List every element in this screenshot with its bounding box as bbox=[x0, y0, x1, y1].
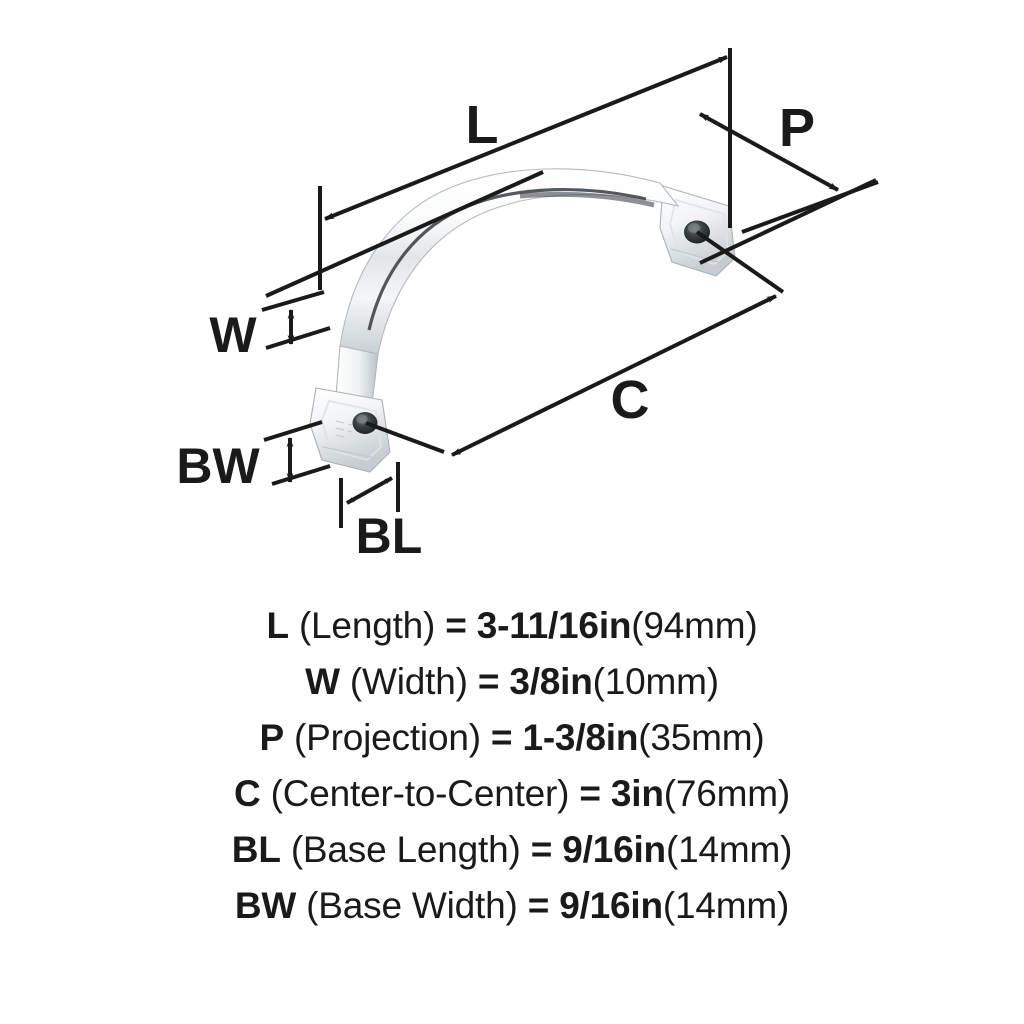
spec-imperial-p: 1-3/8in bbox=[522, 717, 639, 758]
dimension-label-p: P bbox=[779, 98, 815, 158]
spec-equals-bw: = bbox=[527, 885, 550, 926]
w-extension-top bbox=[261, 290, 325, 312]
spec-row-bw: BW (Base Width) = 9/16in(14mm) bbox=[0, 878, 1024, 934]
spec-code-bw: BW bbox=[234, 885, 297, 926]
spec-metric-c: (76mm) bbox=[663, 773, 790, 814]
spec-name-w: (Width) bbox=[349, 661, 468, 702]
left-mounting-foot bbox=[309, 387, 391, 473]
specification-list: L (Length) = 3-11/16in(94mm) W (Width) =… bbox=[0, 598, 1024, 934]
spec-metric-l: (94mm) bbox=[631, 605, 758, 646]
spec-code-w: W bbox=[305, 661, 340, 702]
dimension-label-c: C bbox=[611, 370, 650, 430]
product-dimension-diagram: L P W C BW BL bbox=[176, 48, 879, 564]
spec-name-p: (Projection) bbox=[294, 717, 481, 758]
l-dimension-line bbox=[324, 55, 728, 221]
spec-code-l: L bbox=[266, 605, 289, 646]
spec-name-c: (Center-to-Center) bbox=[270, 773, 570, 814]
spec-code-p: P bbox=[259, 717, 284, 758]
c-leader-left bbox=[365, 421, 445, 454]
bw-extension-top bbox=[263, 420, 323, 442]
spec-equals-c: = bbox=[579, 773, 601, 814]
dimension-label-w: W bbox=[209, 307, 257, 363]
c-dimension-line bbox=[451, 294, 777, 457]
spec-equals-l: = bbox=[445, 605, 467, 646]
spec-equals-p: = bbox=[490, 717, 513, 758]
w-extension-bottom bbox=[265, 326, 331, 350]
spec-row-l: L (Length) = 3-11/16in(94mm) bbox=[0, 598, 1024, 654]
spec-row-bl: BL (Base Length) = 9/16in(14mm) bbox=[0, 822, 1024, 878]
c-leader-right bbox=[695, 230, 785, 294]
spec-imperial-bw: 9/16in bbox=[559, 885, 663, 926]
handle-top-reference-line bbox=[265, 170, 544, 298]
p-dimension-line bbox=[699, 112, 839, 192]
spec-metric-p: (35mm) bbox=[638, 717, 765, 758]
spec-imperial-bl: 9/16in bbox=[562, 829, 666, 870]
spec-row-c: C (Center-to-Center) = 3in(76mm) bbox=[0, 766, 1024, 822]
spec-code-c: C bbox=[234, 773, 261, 814]
dimension-label-l: L bbox=[466, 95, 499, 155]
dimension-lines bbox=[261, 48, 879, 528]
spec-name-l: (Length) bbox=[298, 605, 436, 646]
spec-metric-w: (10mm) bbox=[592, 661, 719, 702]
spec-metric-bw: (14mm) bbox=[662, 885, 790, 926]
p-reference-line bbox=[699, 178, 877, 265]
spec-row-w: W (Width) = 3/8in(10mm) bbox=[0, 654, 1024, 710]
spec-equals-bl: = bbox=[530, 829, 553, 870]
handle-arch bbox=[339, 168, 680, 355]
bl-dimension-line bbox=[346, 476, 393, 505]
spec-imperial-w: 3/8in bbox=[509, 661, 593, 702]
spec-row-p: P (Projection) = 1-3/8in(35mm) bbox=[0, 710, 1024, 766]
spec-name-bw: (Base Width) bbox=[306, 885, 518, 926]
spec-metric-bl: (14mm) bbox=[665, 829, 793, 870]
spec-imperial-l: 3-11/16in bbox=[476, 605, 632, 646]
spec-code-bl: BL bbox=[231, 829, 281, 870]
dimension-label-bw: BW bbox=[176, 438, 260, 494]
spec-name-bl: (Base Length) bbox=[290, 829, 521, 870]
dimension-label-bl: BL bbox=[356, 508, 423, 564]
spec-imperial-c: 3in bbox=[610, 773, 664, 814]
spec-equals-w: = bbox=[477, 661, 500, 702]
bw-extension-bottom bbox=[271, 464, 331, 486]
